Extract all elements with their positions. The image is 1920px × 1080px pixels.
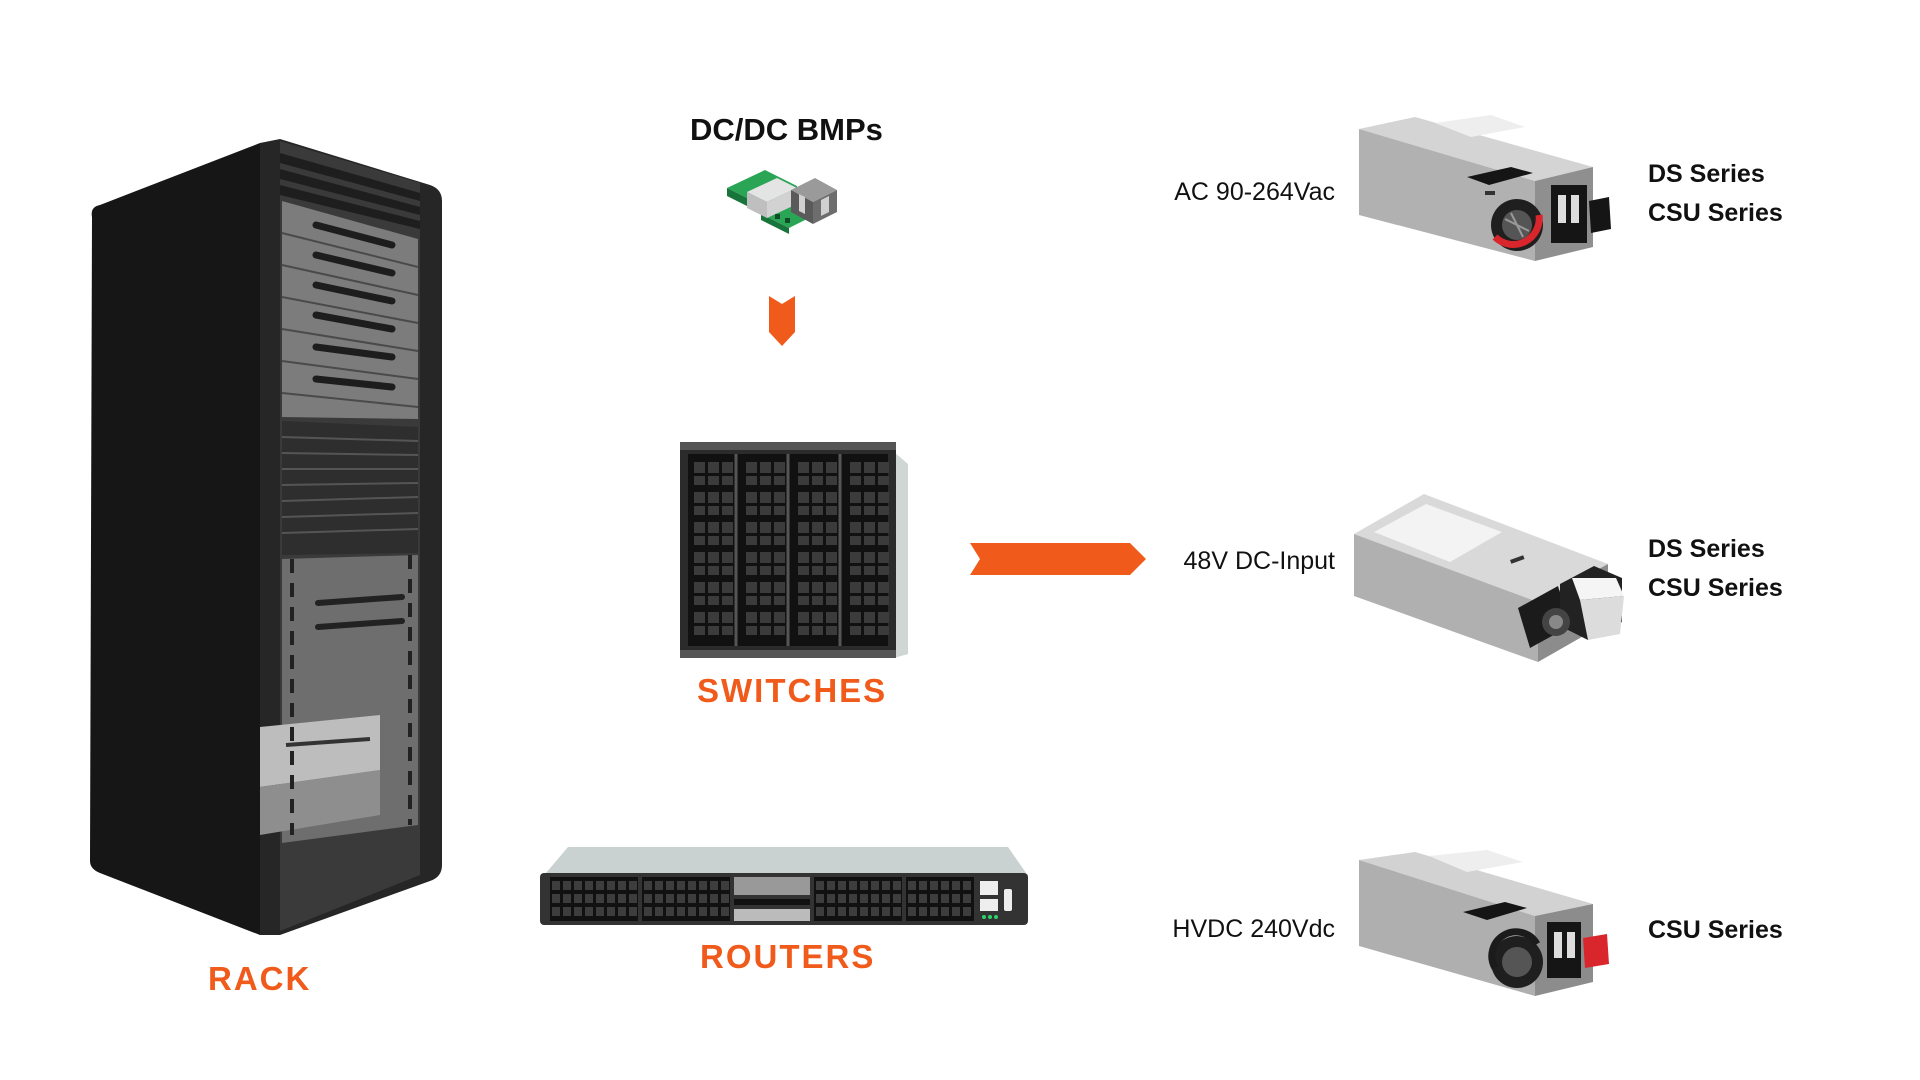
psu-48v-illustration — [1350, 490, 1630, 665]
psu-48v-series-csu: CSU Series — [1648, 574, 1783, 602]
psu-input-label-ac: AC 90-264Vac — [1174, 178, 1335, 206]
psu-hvdc-series-list: CSU Series — [1648, 911, 1783, 950]
down-arrow-icon — [769, 296, 795, 346]
psu-ac-series-ds: DS Series — [1648, 160, 1765, 188]
bmp-module-icon — [725, 162, 847, 237]
right-arrow-icon — [970, 543, 1146, 575]
routers-label: ROUTERS — [700, 938, 876, 975]
psu-48v-series-ds: DS Series — [1648, 535, 1765, 563]
psu-48v-series-list: DS Series CSU Series — [1648, 530, 1783, 608]
psu-ac-illustration — [1355, 115, 1620, 265]
router-illustration — [538, 845, 1030, 927]
psu-hvdc-series-csu: CSU Series — [1648, 916, 1783, 944]
rack-illustration — [80, 135, 455, 935]
rack-label: RACK — [208, 960, 312, 997]
psu-input-label-hvdc: HVDC 240Vdc — [1172, 915, 1335, 943]
bmp-title: DC/DC BMPs — [690, 112, 883, 147]
psu-hvdc-illustration — [1355, 850, 1620, 1000]
switch-illustration — [678, 440, 910, 660]
switches-label: SWITCHES — [697, 672, 888, 709]
psu-ac-series-csu: CSU Series — [1648, 199, 1783, 227]
psu-ac-series-list: DS Series CSU Series — [1648, 155, 1783, 233]
psu-input-label-48v: 48V DC-Input — [1183, 547, 1335, 575]
